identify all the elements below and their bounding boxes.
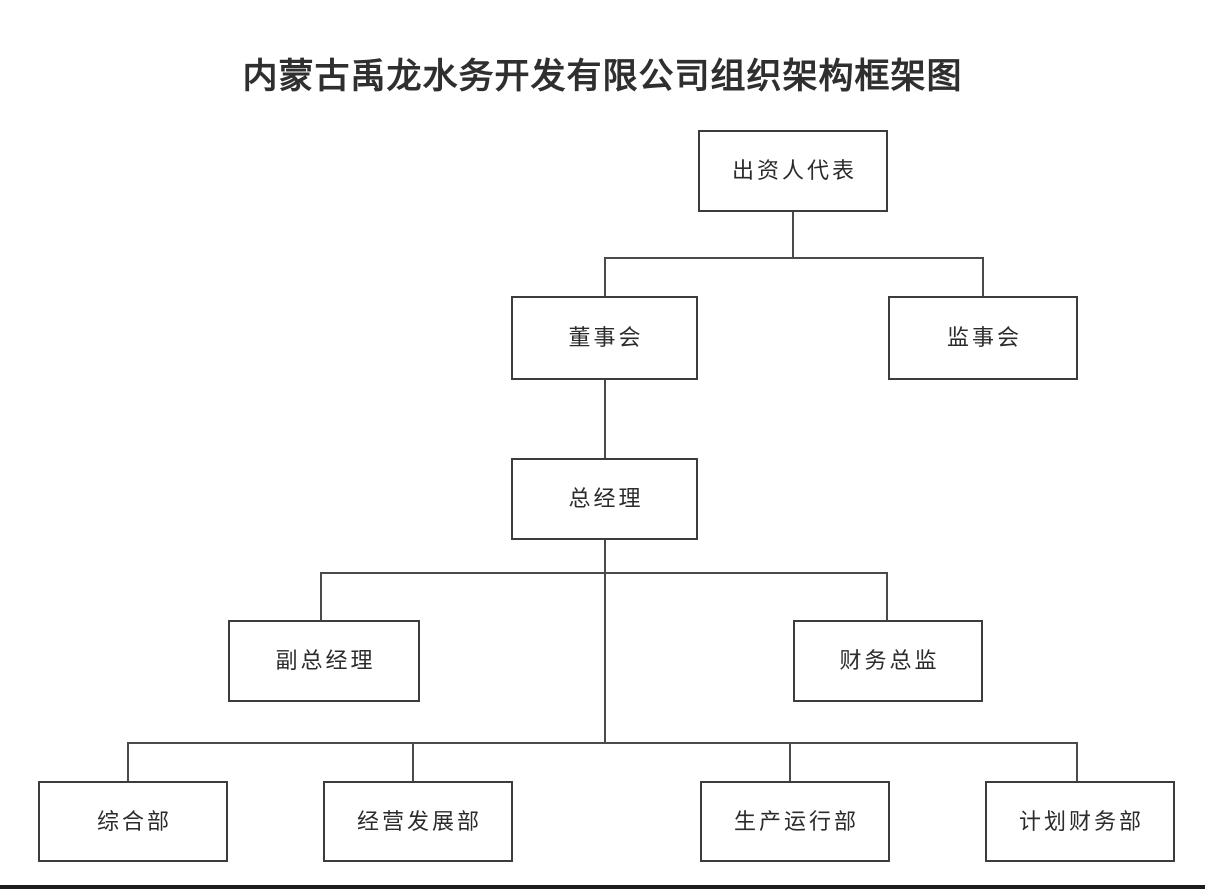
node-chief-financial-officer[interactable]: 财务总监 [793,620,983,702]
node-board-of-directors[interactable]: 董事会 [511,296,698,380]
connector-spine-general-manager [604,539,606,744]
connector-drop-board-of-supervisors [982,257,984,297]
connector-drop-general-affairs-dept [127,742,129,782]
page-title: 内蒙古禹龙水务开发有限公司组织架构框架图 [242,57,963,96]
node-business-development-dept[interactable]: 经营发展部 [323,781,513,862]
node-label-general-manager: 总经理 [568,486,644,511]
connector-drop-chief-financial-officer [886,572,888,621]
node-general-manager[interactable]: 总经理 [511,458,698,540]
connector-stem-investor [792,212,794,258]
node-deputy-general-manager[interactable]: 副总经理 [228,620,420,702]
node-label-investor-representative: 出资人代表 [731,158,857,183]
node-label-general-affairs-dept: 综合部 [96,808,172,834]
footer-divider [0,885,1205,889]
node-production-operations-dept[interactable]: 生产运行部 [700,781,890,862]
node-label-board-of-directors: 董事会 [568,325,644,350]
connector-drop-deputy-general-manager [320,572,322,621]
connector-bus-level5 [127,742,1078,744]
node-investor-representative[interactable]: 出资人代表 [698,130,888,212]
connector-directors-to-general-manager [604,379,606,459]
node-board-of-supervisors[interactable]: 监事会 [888,296,1078,380]
node-planning-finance-dept[interactable]: 计划财务部 [985,781,1175,862]
connector-drop-planning-finance-dept [1076,742,1078,782]
node-label-planning-finance-dept: 计划财务部 [1018,808,1144,834]
node-label-business-development-dept: 经营发展部 [356,808,482,834]
node-label-chief-financial-officer: 财务总监 [839,648,940,673]
node-general-affairs-dept[interactable]: 综合部 [38,781,228,862]
node-label-deputy-general-manager: 副总经理 [275,648,376,673]
node-label-board-of-supervisors: 监事会 [946,325,1022,350]
node-label-production-operations-dept: 生产运行部 [733,808,859,834]
connector-bus-level4 [320,572,888,574]
connector-drop-board-of-directors [604,257,606,297]
connector-drop-production-operations-dept [789,742,791,782]
connector-drop-business-development-dept [412,742,414,782]
connector-bus-level2 [604,257,984,259]
